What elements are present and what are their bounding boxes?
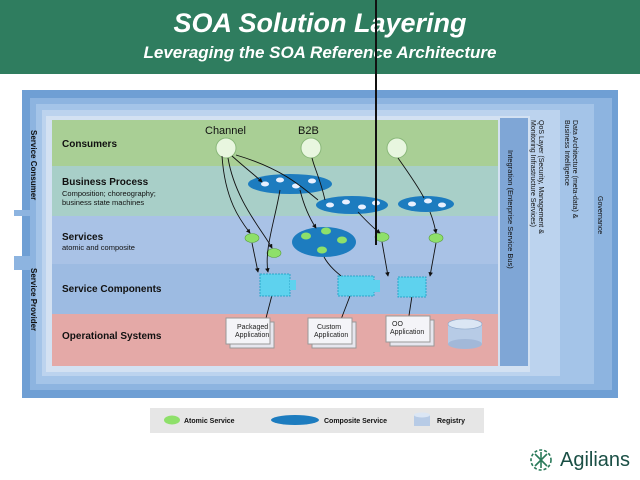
service-consumer-label: Service Consumer	[29, 130, 38, 200]
consumer-provider-arrow-lower	[14, 250, 36, 270]
channel-label: Channel	[205, 125, 246, 137]
consumer-node-3	[386, 137, 408, 159]
services-sub-label: atomic and composite	[62, 243, 135, 252]
custom-app-line2: Application	[314, 332, 348, 339]
packaged-app-line2: Application	[235, 332, 269, 339]
integration-column	[500, 118, 528, 366]
process-composite-1	[248, 174, 332, 194]
consumer-provider-arrow-upper	[14, 210, 36, 222]
page-subtitle: Leveraging the SOA Reference Architectur…	[143, 43, 497, 62]
page-title: SOA Solution Layering	[173, 8, 467, 38]
services-label: Services	[62, 232, 104, 243]
process-composite-3	[398, 196, 454, 212]
custom-app-line1: Custom	[317, 324, 341, 331]
process-inner-nodes	[261, 177, 446, 210]
atomic-services	[244, 232, 444, 258]
operational-systems-label: Operational Systems	[62, 331, 162, 342]
oo-application-box	[385, 315, 435, 347]
legend-composite-label: Composite Service	[324, 418, 387, 425]
process-composite-2	[316, 196, 388, 214]
consumer-node-2	[300, 137, 322, 159]
legend-registry-swatch	[414, 415, 430, 426]
legend-registry-swatch-top	[414, 412, 430, 418]
business-process-label: Business Process	[62, 177, 149, 188]
consumer-node-1	[215, 137, 237, 159]
agilians-logo-text: Agilians	[560, 449, 631, 471]
legend-atomic-swatch	[164, 415, 180, 425]
flow-lines	[221, 154, 438, 323]
oo-app-line2: Application	[390, 329, 424, 336]
service-components-label: Service Components	[62, 284, 162, 295]
header-banner: SOA Solution Layering Leveraging the SOA…	[0, 0, 640, 74]
data-architecture-label-line2: Business Intelligence	[563, 120, 570, 186]
packaged-app-line1: Packaged	[237, 324, 268, 331]
legend-registry-label: Registry	[437, 418, 465, 425]
integration-label: Integration (Enterprise Service Bus)	[506, 150, 515, 269]
business-process-sub2: business state machines	[62, 198, 144, 207]
pointer-line	[375, 0, 377, 245]
packaged-application-box	[225, 317, 275, 349]
custom-application-box	[307, 317, 357, 349]
composite-inner-atomics	[301, 227, 347, 254]
consumers-label: Consumers	[62, 139, 117, 150]
qos-label-line2: Monitoring Infrastructure Services)	[529, 120, 536, 227]
consumers-band	[52, 120, 498, 166]
governance-label: Governance	[596, 196, 603, 234]
registry-cylinder	[447, 318, 483, 349]
service-provider-label: Service Provider	[29, 268, 38, 331]
service-components	[259, 273, 427, 298]
qos-label-line1: QoS Layer (Security, Management &	[537, 120, 544, 234]
agilians-logo-icon	[530, 449, 552, 471]
b2b-label: B2B	[298, 125, 319, 137]
legend-atomic-label: Atomic Service	[184, 418, 235, 425]
data-architecture-label-line1: Data Architecture (meta-data) &	[571, 120, 578, 219]
business-process-sub1: Composition; choreography;	[62, 189, 156, 198]
oo-app-line1: OO	[392, 321, 403, 328]
legend-composite-swatch	[271, 415, 319, 425]
soa-layering-diagram: Service Consumer Service Provider Integr…	[14, 90, 618, 471]
